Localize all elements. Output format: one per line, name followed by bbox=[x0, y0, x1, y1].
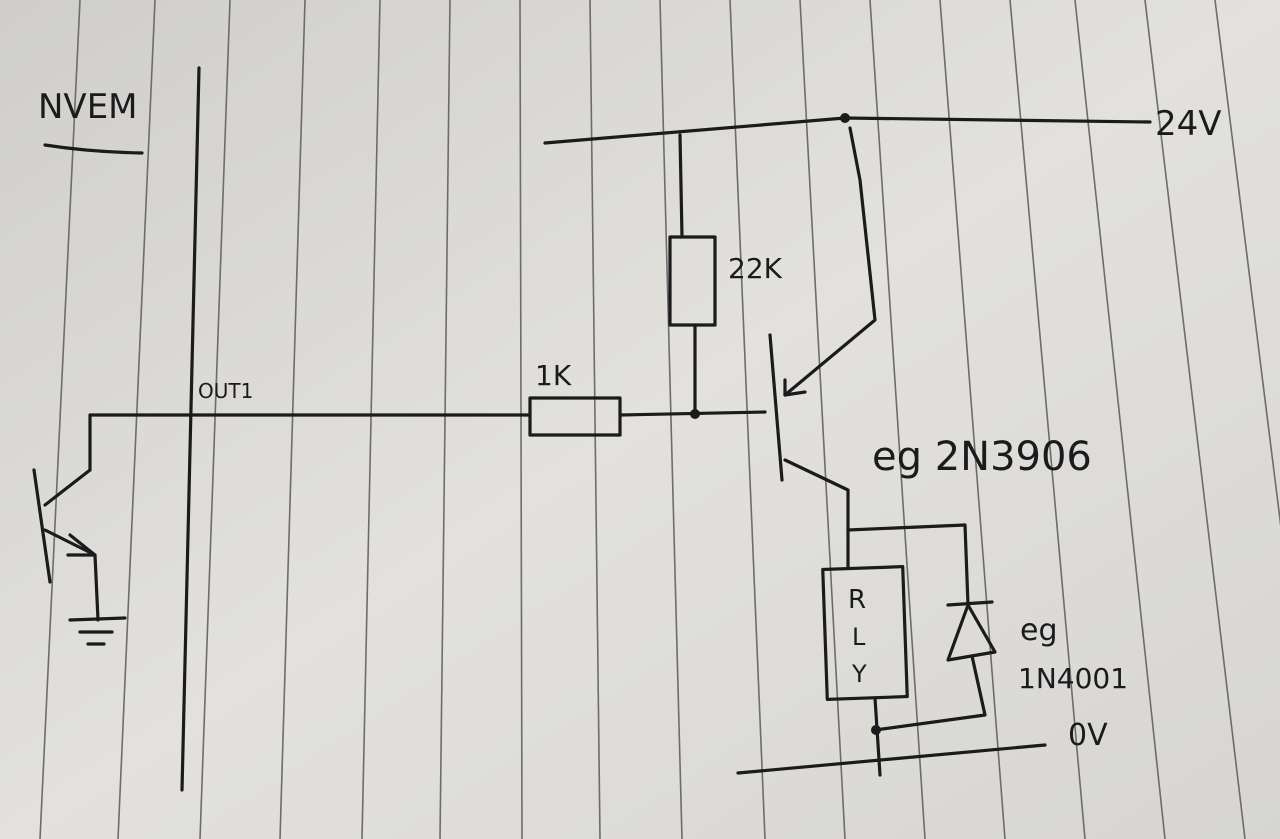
pnp-transistor bbox=[768, 126, 877, 532]
diode-label: 1N4001 bbox=[1018, 662, 1128, 695]
output-wire bbox=[88, 413, 532, 472]
relay-label-l: L bbox=[852, 623, 866, 651]
flyback-diode bbox=[873, 600, 997, 732]
junction-dot bbox=[690, 409, 700, 419]
pullup-resistor bbox=[668, 133, 717, 417]
module-boundary bbox=[180, 66, 201, 792]
relay-label-r: R bbox=[848, 585, 866, 615]
diode-prefix-label: eg bbox=[1020, 613, 1058, 648]
relay-bottom-wire bbox=[873, 696, 882, 777]
transistor-label: eg 2N3906 bbox=[872, 434, 1092, 480]
pullup-label: 22K bbox=[728, 252, 783, 285]
ground-label: 0V bbox=[1068, 718, 1108, 753]
base-resistor-label: 1K bbox=[535, 359, 572, 392]
junction-dot bbox=[840, 113, 850, 123]
relay-label-y: Y bbox=[851, 660, 867, 688]
coil-top-wire bbox=[846, 523, 970, 607]
ground-rail bbox=[736, 743, 1047, 775]
relay-coil bbox=[821, 565, 909, 701]
nvem-title: NVEM bbox=[38, 87, 138, 127]
supply-label: 24V bbox=[1155, 104, 1222, 144]
junction-dot bbox=[871, 725, 881, 735]
output-transistor bbox=[32, 468, 127, 646]
output-label: OUT1 bbox=[198, 379, 253, 403]
title-underline bbox=[43, 143, 144, 155]
